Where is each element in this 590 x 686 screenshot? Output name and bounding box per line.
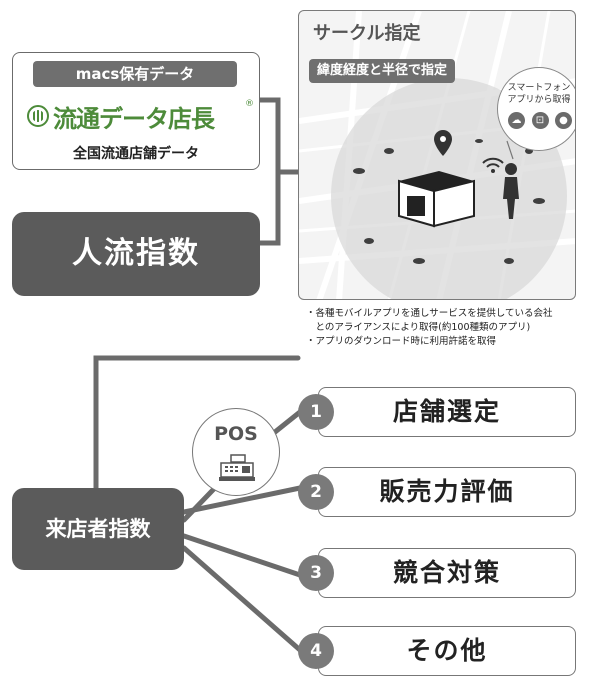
pos-node: POS: [192, 408, 280, 496]
location-pin-icon: [434, 130, 452, 156]
macs-data-card: macs保有データ 流通データ店長 ® 全国流通店舗データ: [12, 52, 260, 170]
logo-text: 流通データ店長: [53, 104, 215, 133]
item-store-selection: 店舗選定: [318, 387, 576, 437]
note-line: とのアライアンスにより取得(約100種類のアプリ): [306, 322, 531, 333]
item-sales-evaluation: 販売力評価: [318, 467, 576, 517]
macs-header: macs保有データ: [33, 61, 237, 87]
item-number-badge: 4: [298, 633, 334, 669]
raiten-index-box: 来店者指数: [12, 488, 184, 570]
map-to-raiten-line: [93, 355, 301, 491]
jinryu-index-box: 人流指数: [12, 212, 260, 296]
item-other: その他: [318, 626, 576, 676]
cash-register-icon: [219, 454, 255, 481]
item-number-badge: 1: [298, 394, 334, 430]
cloud-icon: ☁: [508, 112, 525, 129]
location-icon: ●: [555, 112, 572, 129]
smartphone-label: スマートフォン アプリから取得: [507, 83, 571, 105]
item-number-badge: 3: [298, 555, 334, 591]
map-title: サークル指定: [313, 23, 421, 44]
data-source-notes: ・各種モバイルアプリを通しサービスを提供している会社 とのアライアンスにより取得…: [306, 307, 586, 349]
macs-subtitle: 全国流通店舗データ: [73, 146, 199, 162]
circle-map-card: サークル指定 緯度経度と半径で指定 スマートフォン アプリから取得 ☁ ⊡ ●: [298, 10, 576, 300]
raiten-to-item2-line: [181, 485, 303, 515]
globe-logo-icon: [27, 105, 49, 127]
item-number-badge: 2: [298, 474, 334, 510]
raiten-to-item4-line: [181, 545, 303, 653]
map-subtitle: 緯度経度と半径で指定: [309, 59, 456, 83]
note-line: ・アプリのダウンロード時に利用許諾を取得: [306, 336, 497, 347]
store-building-icon: [398, 171, 475, 228]
smartphone-source-bubble: スマートフォン アプリから取得 ☁ ⊡ ●: [497, 67, 575, 151]
cart-icon: ⊡: [531, 112, 549, 129]
note-line: ・各種モバイルアプリを通しサービスを提供している会社: [306, 308, 553, 319]
macs-to-jinryu-bracket: [257, 97, 281, 246]
city-map-illustration: [299, 11, 575, 299]
person-with-phone-icon: [482, 140, 519, 219]
item-competitor-measures: 競合対策: [318, 548, 576, 598]
app-icons: ☁ ⊡ ●: [508, 112, 572, 129]
raiten-to-item3-line: [181, 533, 303, 578]
registered-mark: ®: [245, 99, 254, 109]
pos-label: POS: [214, 423, 258, 445]
